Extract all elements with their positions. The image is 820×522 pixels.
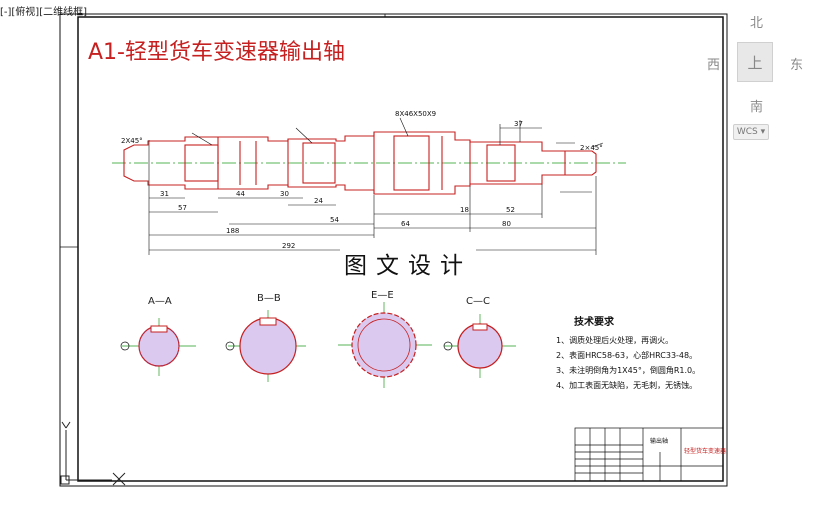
output-shaft-drawing xyxy=(123,131,597,195)
dim-37: 37 xyxy=(514,120,523,128)
dim-30: 30 xyxy=(280,190,289,198)
viewcube-west[interactable]: 西 xyxy=(707,58,721,73)
tech-item: 2、表面HRC58-63，心部HRC33-48。 xyxy=(556,351,698,360)
title-block-label: 轻型货车变速器 xyxy=(684,448,727,455)
dim-64: 64 xyxy=(401,220,410,228)
section-label-bb: B—B xyxy=(257,293,281,304)
section-ee xyxy=(338,302,432,388)
dim-44: 44 xyxy=(236,190,245,198)
viewcube-south[interactable]: 南 xyxy=(750,100,764,115)
technical-requirements: 技术要求 1、调质处理后火处理，再调火。 2、表面HRC58-63，心部HRC3… xyxy=(556,313,700,393)
tech-item: 3、未注明倒角为1X45°，倒圆角R1.0。 xyxy=(556,366,701,375)
dim-spline: 8X46X50X9 xyxy=(395,110,437,118)
watermark-text: 图文设计 xyxy=(340,246,476,280)
viewcube-north[interactable]: 北 xyxy=(750,16,764,31)
tech-title: 技术要求 xyxy=(574,317,614,328)
title-block xyxy=(574,427,724,482)
section-label-aa: A—A xyxy=(148,296,172,307)
drawing-title: A1-轻型货车变速器输出轴 xyxy=(88,40,345,65)
dim-24: 24 xyxy=(314,197,323,205)
title-block-name: 输出轴 xyxy=(650,438,669,445)
dim-chamfer-left: 2X45° xyxy=(121,137,143,145)
drawing-border-inner xyxy=(77,16,724,482)
dim-52: 52 xyxy=(506,206,515,214)
dim-chamfer-right: 2×45° xyxy=(580,144,603,152)
viewcube-top-face[interactable]: 上 xyxy=(737,42,773,82)
tech-item: 4、加工表面无缺陷，无毛刺，无锈蚀。 xyxy=(556,381,698,390)
section-aa xyxy=(120,318,196,376)
drawing-border-outer xyxy=(59,13,728,487)
wcs-dropdown[interactable]: WCS ▾ xyxy=(733,124,769,140)
dim-54: 54 xyxy=(330,216,339,224)
section-label-cc: C—C xyxy=(466,296,490,307)
viewport-label[interactable]: [-][俯视][二维线框] xyxy=(0,7,88,18)
section-label-ee: E—E xyxy=(371,290,394,301)
dim-18: 18 xyxy=(460,206,469,214)
section-cc xyxy=(443,314,516,378)
ucs-icon xyxy=(60,421,126,486)
tech-item: 1、调质处理后火处理，再调火。 xyxy=(556,336,674,345)
dim-188: 188 xyxy=(226,227,240,235)
viewcube-east[interactable]: 东 xyxy=(790,58,804,73)
section-bb xyxy=(225,310,306,382)
leader-lines xyxy=(191,117,604,193)
dim-31: 31 xyxy=(160,190,169,198)
dim-57: 57 xyxy=(178,204,187,212)
dim-80: 80 xyxy=(502,220,511,228)
dim-292: 292 xyxy=(282,242,296,250)
